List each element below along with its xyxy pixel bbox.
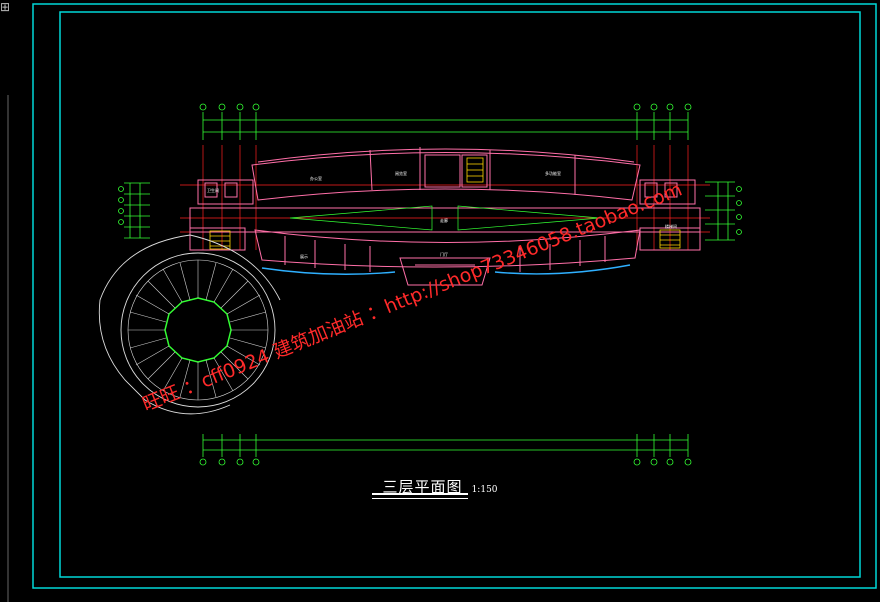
room-label: 阅览室 <box>395 170 407 176</box>
room-label: 楼梯间 <box>665 223 677 229</box>
bottom-dimension-chain <box>199 434 692 466</box>
drawing-title: 三层平面图 <box>382 478 463 496</box>
glass-curtain <box>261 264 631 275</box>
title-underline <box>372 493 468 499</box>
top-dimension-chain <box>199 103 692 140</box>
inner-frame <box>59 11 861 578</box>
room-label: 门厅 <box>440 251 448 257</box>
room-label: 展示 <box>300 253 308 259</box>
room-label: 办公室 <box>310 175 322 181</box>
right-dimension-chain <box>705 181 742 241</box>
atrium-voids <box>289 205 601 231</box>
window-icon[interactable]: ⊞ <box>0 0 11 14</box>
room-label: 卫生间 <box>207 187 219 193</box>
drawing-title-block: 三层平面图 1:150 <box>0 476 880 497</box>
stair-cores <box>209 157 681 250</box>
room-label: 走廊 <box>440 217 448 223</box>
spiral-ramp <box>98 234 281 415</box>
room-labels: 办公室 阅览室 多功能室 卫生间 门厅 楼梯间 走廊 展示 <box>207 170 677 259</box>
room-label: 多功能室 <box>545 170 561 176</box>
building-walls <box>189 147 701 286</box>
left-dimension-chain <box>118 182 150 239</box>
outer-frame <box>32 3 877 589</box>
drawing-scale: 1:150 <box>471 485 498 495</box>
